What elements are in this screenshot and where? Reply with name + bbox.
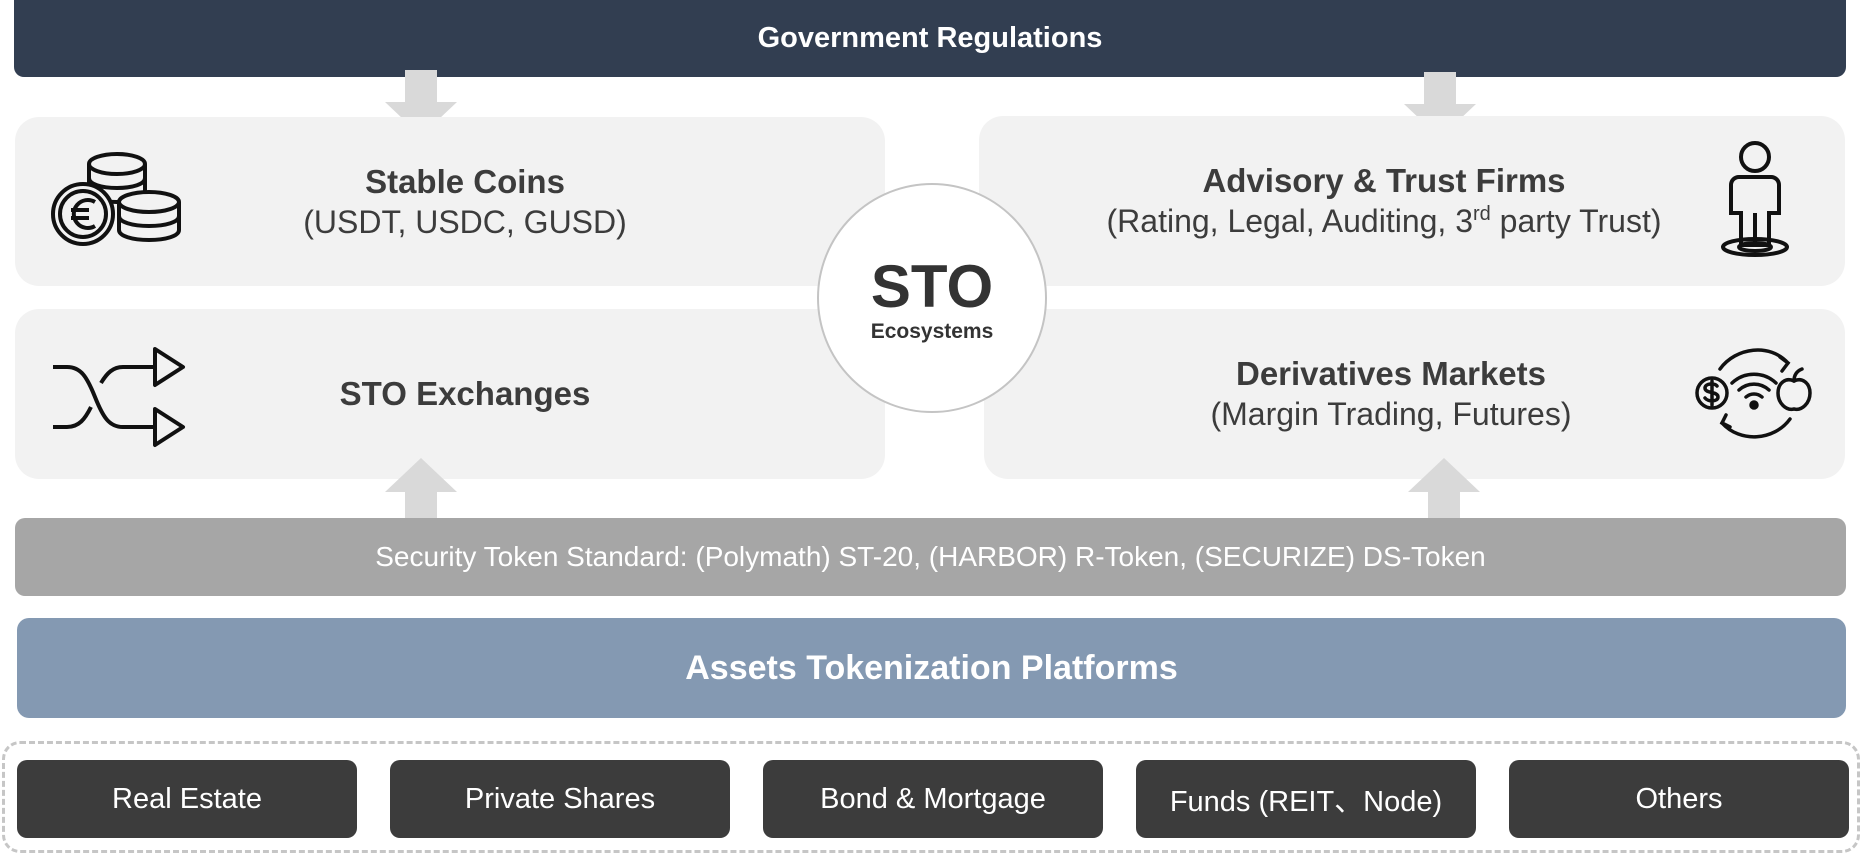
derivatives-markets-card: Derivatives Markets (Margin Trading, Fut… — [984, 309, 1845, 479]
derivatives-markets-subtitle: (Margin Trading, Futures) — [1210, 396, 1572, 432]
arrow-up-right — [1408, 458, 1480, 524]
assets-tokenization-platforms-label: Assets Tokenization Platforms — [685, 648, 1178, 687]
asset-others: Others — [1509, 760, 1849, 838]
arrow-down-right — [1404, 72, 1476, 138]
sto-exchanges-title: STO Exchanges — [339, 375, 591, 412]
asset-categories-group: Real Estate Private Shares Bond & Mortga… — [2, 741, 1860, 853]
asset-private-shares: Private Shares — [390, 760, 730, 838]
government-regulations-banner: Government Regulations — [14, 0, 1846, 77]
advisory-trust-title: Advisory & Trust Firms — [1202, 162, 1566, 199]
stable-coins-text: Stable Coins (USDT, USDC, GUSD) — [185, 117, 745, 286]
person-on-spot-icon — [1719, 141, 1791, 261]
stable-coins-title: Stable Coins — [365, 162, 565, 200]
sto-title: STO — [870, 253, 994, 320]
derivatives-markets-text: Derivatives Markets (Margin Trading, Fut… — [1044, 309, 1738, 479]
security-token-standard-bar: Security Token Standard: (Polymath) ST-2… — [15, 518, 1846, 596]
stable-coins-card: Stable Coins (USDT, USDC, GUSD) — [15, 117, 885, 286]
arrow-up-left — [385, 458, 457, 524]
arrow-down-left — [385, 70, 457, 136]
advisory-trust-card: Advisory & Trust Firms (Rating, Legal, A… — [979, 116, 1845, 286]
sto-exchanges-card: STO Exchanges — [15, 309, 885, 479]
asset-bond-mortgage: Bond & Mortgage — [763, 760, 1103, 838]
asset-funds: Funds (REIT、Node) — [1136, 760, 1476, 838]
government-regulations-label: Government Regulations — [757, 22, 1103, 54]
asset-real-estate: Real Estate — [17, 760, 357, 838]
sto-subtitle: Ecosystems — [870, 320, 994, 343]
shuffle-arrows-icon — [51, 347, 187, 449]
assets-tokenization-platforms-bar: Assets Tokenization Platforms — [17, 618, 1846, 718]
sto-ecosystems-circle: STO Ecosystems — [817, 183, 1047, 413]
sto-exchanges-text: STO Exchanges — [185, 309, 745, 479]
advisory-trust-text: Advisory & Trust Firms (Rating, Legal, A… — [1049, 116, 1719, 286]
exchange-cycle-icon — [1694, 343, 1816, 441]
security-token-standard-label: Security Token Standard: (Polymath) ST-2… — [375, 541, 1486, 572]
stable-coins-subtitle: (USDT, USDC, GUSD) — [303, 203, 627, 240]
coins-euro-icon — [51, 150, 183, 254]
derivatives-markets-title: Derivatives Markets — [1235, 355, 1547, 392]
advisory-trust-subtitle: (Rating, Legal, Auditing, 3rd party Trus… — [1106, 203, 1662, 239]
